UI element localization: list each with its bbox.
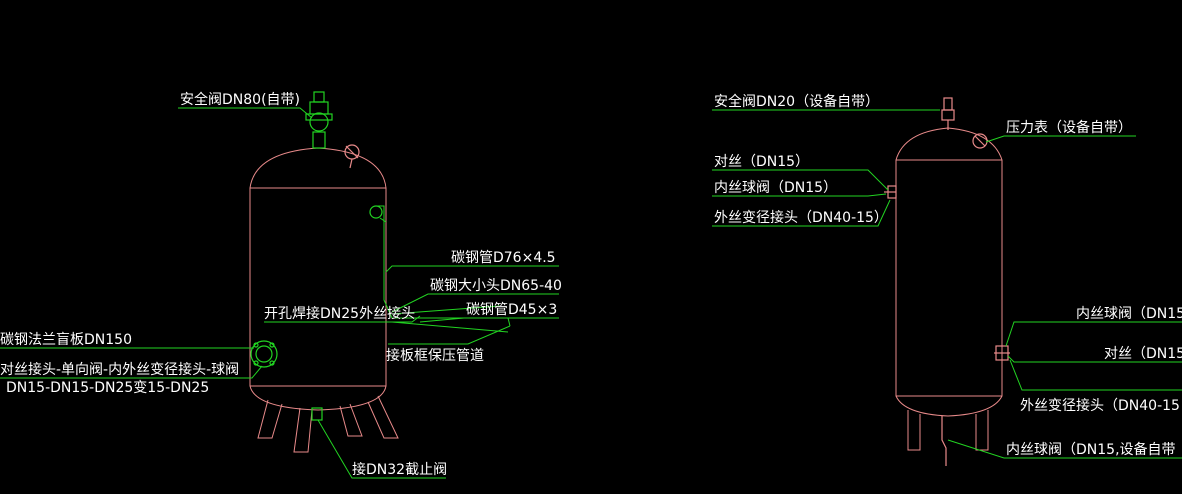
label-right-nipple-top: 对丝（DN15） (714, 154, 809, 170)
leader-left-pipe76 (385, 265, 559, 273)
right-bottom-drain (941, 416, 947, 466)
right-tank-leg-2 (975, 410, 989, 451)
leader-left-reducer (391, 293, 559, 313)
leader-right-nipple-side (1007, 355, 1182, 363)
leader-left-pipe45 (419, 317, 559, 323)
label-right-nipple-side: 对丝（DN15 (1104, 346, 1182, 362)
label-left-pipe45: 碳钢管D45×3 (466, 302, 557, 318)
right-tank-shell (895, 127, 1003, 417)
leader-left-connect (388, 325, 511, 345)
label-left-pipe76: 碳钢管D76×4.5 (451, 250, 556, 266)
leader-right-ballvalve-top (712, 193, 887, 197)
right-tank (712, 97, 1182, 466)
left-side-pipe (369, 205, 511, 333)
left-tank (0, 91, 559, 479)
leader-right-nipple-top (712, 169, 889, 191)
label-left-reducer: 碳钢大小头DN65-40 (430, 278, 562, 294)
label-left-connect-line: 接板框保压管道 (386, 347, 484, 364)
label-left-blind-flange: 碳钢法兰盲板DN150 (0, 331, 132, 348)
leader-right-gauge (985, 135, 1136, 143)
leader-left-weld (264, 315, 421, 323)
left-bottom-outlet (311, 407, 323, 421)
label-left-stop-valve: 接DN32截止阀 (352, 461, 447, 478)
leader-right-ballvalve-side (1005, 321, 1182, 347)
label-right-ballvalve-side: 内丝球阀（DN15 (1076, 306, 1182, 322)
leader-left-safety-valve (178, 107, 313, 119)
right-safety-valve (941, 97, 955, 130)
left-tank-leg-1 (257, 399, 283, 439)
leader-left-stop-valve (317, 419, 446, 479)
left-tank-leg-2 (293, 407, 313, 453)
label-right-pressure-gauge: 压力表（设备自带） (1006, 119, 1132, 136)
right-pressure-gauge (972, 133, 988, 149)
leader-right-reducer-side (1009, 359, 1182, 391)
label-right-reducer-side: 外丝变径接头（DN40-15 (1020, 397, 1180, 414)
label-right-reducer-top: 外丝变径接头（DN40-15） (714, 209, 888, 226)
label-right-safety-valve: 安全阀DN20（设备自带） (714, 93, 879, 110)
left-safety-valve (305, 91, 333, 149)
leader-right-ballvalve-bottom (947, 439, 1182, 459)
leader-right-reducer-top (712, 199, 891, 227)
left-tank-leg-4 (367, 395, 399, 439)
label-left-valve-chain-2: DN15-DN15-DN25变15-DN25 (6, 380, 209, 396)
left-tank-leg-3 (339, 403, 363, 437)
left-blind-flange (250, 340, 278, 368)
label-right-ballvalve-bottom: 内丝球阀（DN15,设备自带 (1006, 441, 1176, 458)
label-left-valve-chain-1: 对丝接头-单向阀-内外丝变径接头-球阀 (0, 361, 239, 378)
label-left-weld-joint: 开孔焊接DN25外丝接头 (264, 305, 415, 322)
label-right-ballvalve-top: 内丝球阀（DN15） (714, 180, 837, 196)
right-side-valve (994, 345, 1010, 361)
leader-left-valve-chain (0, 365, 263, 379)
right-upper-valve (884, 185, 897, 199)
right-tank-leg-1 (907, 410, 921, 451)
left-pressure-gauge (344, 144, 360, 169)
left-tank-shell (249, 147, 387, 411)
label-left-safety-valve: 安全阀DN80(自带) (180, 91, 300, 108)
